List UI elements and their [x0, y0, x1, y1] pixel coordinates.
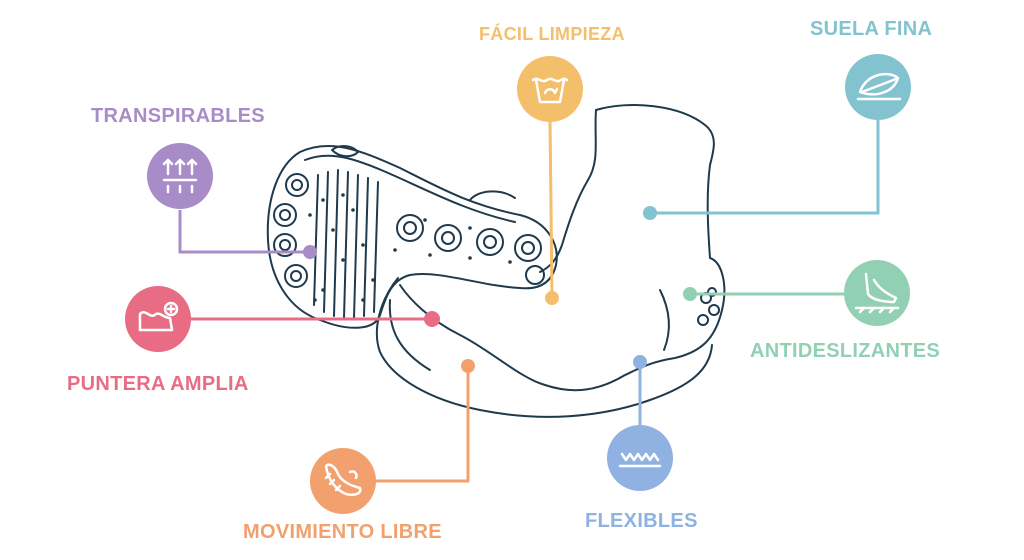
leader-lines [178, 119, 880, 483]
label-suela-fina: SUELA FINA [810, 18, 933, 40]
sole-forefoot-studs [396, 214, 545, 285]
sole-heel-studs [273, 173, 309, 288]
dot-movimiento-libre [461, 359, 475, 373]
sole-inner-edge [304, 154, 516, 223]
label-puntera-amplia: PUNTERA AMPLIA [67, 373, 249, 395]
dot-transpirables [303, 245, 317, 259]
flex-wave-icon [607, 425, 673, 491]
dot-suela-fina [643, 206, 657, 220]
dot-antideslizantes [683, 287, 697, 301]
foot-bottom-inner [388, 299, 431, 371]
sole-back-bump [469, 190, 516, 201]
sock-upper-outline [399, 104, 726, 392]
label-transpirables: TRANSPIRABLES [91, 105, 265, 127]
sole-outline [266, 144, 558, 329]
label-movimiento-libre: MOVIMIENTO LIBRE [243, 521, 442, 543]
foot-movement-icon [310, 448, 376, 514]
endpoint-dots [303, 206, 697, 373]
leader-transpirables [178, 210, 310, 254]
non-slip-icon [844, 260, 910, 326]
dot-flexibles [633, 355, 647, 369]
tread-dots [308, 193, 512, 302]
label-flexibles: FLEXIBLES [585, 510, 698, 532]
wide-toe-icon [125, 286, 191, 352]
sock-heel-curve [659, 289, 670, 351]
dot-facil-limpieza [545, 291, 559, 305]
foot-bottom-outline [375, 277, 713, 418]
sole-tab [331, 145, 359, 158]
leader-suela-fina [651, 120, 880, 215]
shoe-outline [266, 104, 726, 418]
air-arrows-icon [147, 143, 213, 209]
leader-facil-limpieza [548, 119, 554, 299]
wash-icon [517, 56, 583, 122]
feather-icon [845, 54, 911, 120]
sole-tread-ridges [313, 169, 379, 319]
dot-puntera-amplia [424, 311, 440, 327]
label-facil-limpieza: FÁCIL LIMPIEZA [479, 24, 625, 44]
leader-movimiento-libre [375, 366, 470, 483]
label-antideslizantes: ANTIDESLIZANTES [750, 340, 941, 362]
sock-front-edge [539, 109, 597, 273]
